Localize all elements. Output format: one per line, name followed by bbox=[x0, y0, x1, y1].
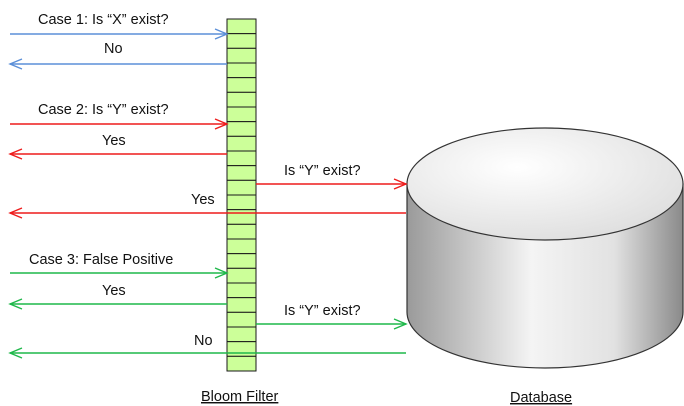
database-cylinder bbox=[406, 127, 684, 369]
bloom-filter-cell bbox=[226, 355, 257, 372]
bloom-filter-cell bbox=[226, 18, 257, 35]
bloom-filter-cell bbox=[226, 91, 257, 108]
bloom-filter-cell bbox=[226, 77, 257, 93]
case2-query-arrow bbox=[10, 118, 229, 130]
bloom-filter-cell bbox=[226, 47, 257, 64]
case3-db-answer-label: No bbox=[194, 333, 213, 349]
bloom-filter-cell bbox=[226, 223, 257, 240]
case3-question-label: Case 3: False Positive bbox=[29, 252, 173, 268]
case2-db-answer-label: Yes bbox=[191, 192, 215, 208]
bloom-filter-cell bbox=[226, 297, 257, 313]
case2-db-query-arrow bbox=[256, 178, 408, 190]
bloom-filter-cell bbox=[226, 33, 257, 49]
bloom-filter-cell bbox=[226, 121, 257, 137]
bloom-filter-cell bbox=[226, 62, 257, 79]
bloom-filter-cell bbox=[226, 106, 257, 123]
bloom-filter-cell bbox=[226, 238, 257, 255]
case2-response-arrow bbox=[8, 148, 227, 160]
bloom-filter-cell bbox=[226, 326, 257, 343]
bloom-filter-array bbox=[226, 18, 257, 372]
bloom-filter-cell bbox=[226, 194, 257, 211]
bloom-filter-cell bbox=[226, 150, 257, 167]
case2-db-question-label: Is “Y” exist? bbox=[284, 163, 361, 179]
case3-db-question-label: Is “Y” exist? bbox=[284, 303, 361, 319]
bloom-filter-cell bbox=[226, 341, 257, 357]
case2-question-label: Case 2: Is “Y” exist? bbox=[38, 102, 169, 118]
case2-answer-label: Yes bbox=[102, 133, 126, 149]
bloom-filter-cell bbox=[226, 135, 257, 152]
case3-db-query-arrow bbox=[256, 318, 408, 330]
bloom-filter-caption: Bloom Filter bbox=[201, 389, 279, 405]
database-cylinder-top bbox=[406, 127, 684, 241]
case2-db-response-arrow bbox=[8, 207, 406, 219]
bloom-filter-cell bbox=[226, 179, 257, 196]
bloom-filter-cell bbox=[226, 267, 257, 284]
case3-query-arrow bbox=[10, 267, 229, 279]
database-caption: Database bbox=[510, 390, 572, 406]
case1-response-arrow bbox=[8, 58, 227, 70]
case1-query-arrow bbox=[10, 28, 229, 40]
case3-db-response-arrow bbox=[8, 347, 406, 359]
case1-question-label: Case 1: Is “X” exist? bbox=[38, 12, 169, 28]
bloom-filter-cell bbox=[226, 311, 257, 328]
bloom-filter-cell bbox=[226, 165, 257, 181]
bloom-filter-cell bbox=[226, 253, 257, 269]
arrows-layer bbox=[8, 28, 408, 359]
case1-answer-label: No bbox=[104, 41, 123, 57]
bloom-filter-cell bbox=[226, 282, 257, 299]
case3-response-arrow bbox=[8, 298, 227, 310]
case3-answer-label: Yes bbox=[102, 283, 126, 299]
bloom-filter-cell bbox=[226, 209, 257, 225]
